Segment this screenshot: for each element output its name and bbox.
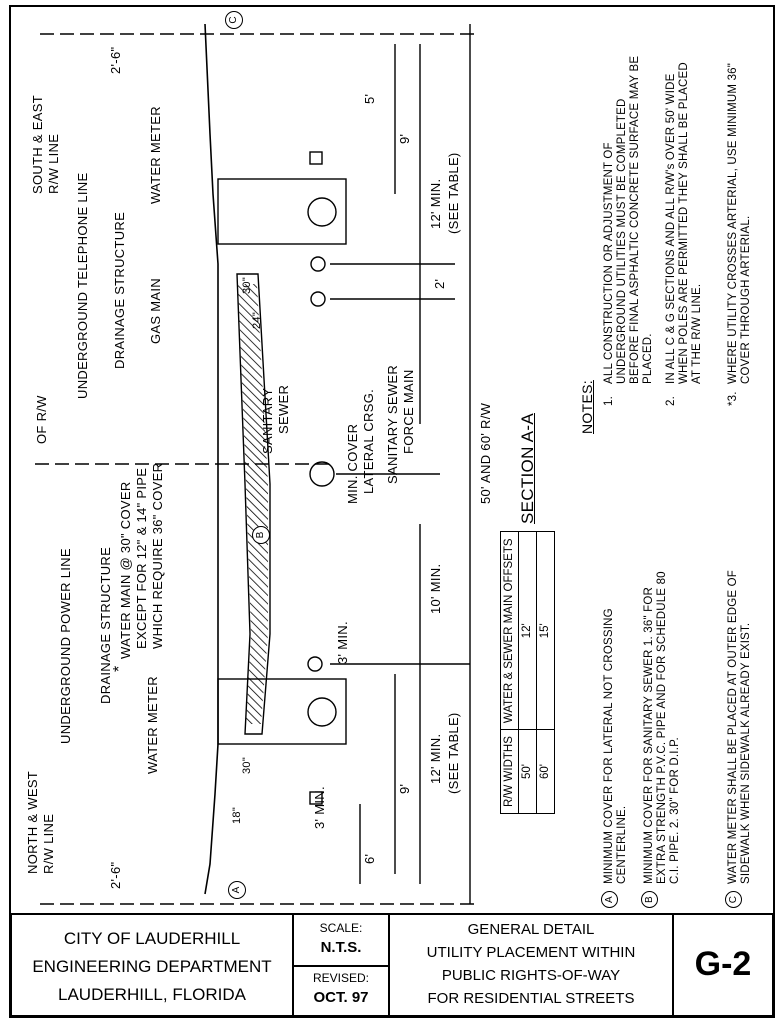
org-name: CITY OF LAUDERHILL bbox=[63, 929, 241, 948]
dim-5: 5' bbox=[362, 93, 377, 104]
north-west-rw-label: NORTH & WEST bbox=[25, 770, 40, 874]
table-cell: 15' bbox=[536, 531, 555, 730]
dim-9-left: 9' bbox=[397, 783, 412, 794]
table-cell: 50' bbox=[518, 729, 537, 814]
sewer-force-main-label: SANITARY SEWER bbox=[385, 364, 400, 484]
note-text: MINIMUM COVER FOR SANITARY SEWER 1. 36" … bbox=[643, 571, 681, 884]
underground-telephone-label: UNDERGROUND TELEPHONE LINE bbox=[75, 172, 90, 399]
sheet-number: G-2 bbox=[694, 945, 752, 983]
dim-2: 2' bbox=[432, 278, 447, 289]
note-marker-a: A bbox=[601, 891, 618, 908]
note-number: 2. bbox=[665, 396, 677, 406]
table-header-offsets: WATER & SEWER MAIN OFFSETS bbox=[500, 531, 519, 730]
water-meter-right-label: WATER METER bbox=[148, 106, 163, 204]
table-header-widths: R/W WIDTHS bbox=[500, 729, 519, 814]
water-meter-left-label: WATER METER bbox=[145, 676, 160, 774]
dim-12-min-right: 12' MIN. bbox=[428, 178, 443, 229]
dim-30-right: 30" bbox=[241, 276, 253, 294]
note-marker-c: C bbox=[725, 891, 742, 908]
min-cover-label: MIN. COVER bbox=[345, 423, 360, 504]
dim-30-left: 30" bbox=[241, 756, 253, 774]
dim-10-min: 10' MIN. bbox=[428, 563, 443, 614]
drainage-right-label: DRAINAGE STRUCTURE bbox=[112, 211, 127, 369]
dim-18: 18" bbox=[231, 806, 243, 824]
gas-main-label: GAS MAIN bbox=[148, 278, 163, 344]
title-line-1: GENERAL DETAIL bbox=[467, 921, 595, 938]
note-number: *3. bbox=[727, 391, 739, 406]
water-main-note-1: WATER MAIN @ 30" COVER bbox=[118, 481, 133, 659]
title-line-2: UTILITY PLACEMENT WITHIN bbox=[426, 944, 636, 961]
title-line-4: FOR RESIDENTIAL STREETS bbox=[427, 990, 635, 1007]
table-cell: 60' bbox=[536, 729, 555, 814]
offset-table: R/W WIDTHS WATER & SEWER MAIN OFFSETS 50… bbox=[500, 531, 555, 814]
water-main-note-2: EXCEPT FOR 12" & 14" PIPE bbox=[134, 467, 149, 649]
dim-2-6-right: 2'-6" bbox=[108, 46, 123, 74]
title-block-sheet: G-2 bbox=[674, 915, 772, 1015]
dim-2-6-left: 2'-6" bbox=[108, 861, 123, 889]
dim-50-60-rw: 50' AND 60' R/W bbox=[478, 402, 493, 504]
note-3: *3. WHERE UTILITY CROSSES ARTERIAL, USE … bbox=[727, 54, 753, 406]
dim-3-min-a: 3' MIN. bbox=[312, 786, 327, 829]
note-a: A MINIMUM COVER FOR LATERAL NOT CROSSING… bbox=[601, 554, 629, 908]
note-b: B MINIMUM COVER FOR SANITARY SEWER 1. 36… bbox=[641, 554, 682, 908]
note-text: ALL CONSTRUCTION OR ADJUSTMENT OF UNDERG… bbox=[603, 55, 654, 384]
note-marker-b: B bbox=[641, 891, 658, 908]
dim-9-right: 9' bbox=[397, 133, 412, 144]
lateral-crossing-label: LATERAL CRSG. bbox=[361, 388, 376, 494]
north-west-rw-line-label: R/W LINE bbox=[41, 813, 56, 874]
note-text: WHERE UTILITY CROSSES ARTERIAL, USE MINI… bbox=[727, 62, 752, 384]
marker-c: C bbox=[225, 11, 243, 29]
centerline-rw-label: OF R/W bbox=[34, 395, 49, 444]
sanitary-sewer-label: SANITARY bbox=[260, 387, 275, 454]
scale-label: SCALE: bbox=[319, 921, 363, 935]
note-c: C WATER METER SHALL BE PLACED AT OUTER E… bbox=[725, 554, 753, 908]
asterisk-mark: * bbox=[111, 665, 128, 672]
sanitary-sewer-label-2: SEWER bbox=[276, 384, 291, 434]
note-2: 2. IN ALL C & G SECTIONS AND ALL R/W's O… bbox=[665, 54, 704, 406]
dim-see-table-right: (SEE TABLE) bbox=[446, 152, 461, 234]
dim-see-table-left: (SEE TABLE) bbox=[446, 712, 461, 794]
force-main-label: FORCE MAIN bbox=[401, 369, 416, 454]
note-text: IN ALL C & G SECTIONS AND ALL R/W's OVER… bbox=[665, 62, 703, 384]
drainage-left-label: DRAINAGE STRUCTURE bbox=[98, 546, 113, 704]
underground-power-label: UNDERGROUND POWER LINE bbox=[58, 548, 73, 744]
title-block-scale: SCALE: N.T.S. REVISED: OCT. 97 bbox=[294, 915, 390, 1015]
south-east-rw-label: SOUTH & EAST bbox=[30, 95, 45, 194]
table-cell: 12' bbox=[518, 531, 537, 730]
dim-3-min-b: 3' MIN. bbox=[335, 621, 350, 664]
dim-24: 24" bbox=[251, 311, 263, 329]
scale-value: N.T.S. bbox=[320, 939, 362, 956]
scale-divider bbox=[294, 965, 388, 967]
section-title: SECTION A-A bbox=[518, 413, 537, 524]
revised-label: REVISED: bbox=[312, 971, 369, 985]
south-east-rw-line-label: R/W LINE bbox=[46, 133, 61, 194]
marker-b: B bbox=[252, 526, 270, 544]
title-block-org: CITY OF LAUDERHILL ENGINEERING DEPARTMEN… bbox=[12, 915, 294, 1015]
dim-6: 6' bbox=[362, 853, 377, 864]
note-text: WATER METER SHALL BE PLACED AT OUTER EDG… bbox=[727, 569, 752, 884]
note-number: 1. bbox=[603, 396, 615, 406]
dim-12-min-left: 12' MIN. bbox=[428, 733, 443, 784]
note-1: 1. ALL CONSTRUCTION OR ADJUSTMENT OF UND… bbox=[603, 54, 655, 406]
title-line-3: PUBLIC RIGHTS-OF-WAY bbox=[441, 967, 621, 984]
title-block: CITY OF LAUDERHILL ENGINEERING DEPARTMEN… bbox=[10, 913, 774, 1017]
note-text: MINIMUM COVER FOR LATERAL NOT CROSSING C… bbox=[603, 608, 628, 884]
water-main-note-3: WHICH REQUIRE 36" COVER bbox=[150, 462, 165, 649]
org-department: ENGINEERING DEPARTMENT bbox=[32, 957, 272, 976]
revised-value: OCT. 97 bbox=[313, 989, 369, 1006]
notes-heading: NOTES: bbox=[579, 380, 595, 434]
title-block-title: GENERAL DETAIL UTILITY PLACEMENT WITHIN … bbox=[390, 915, 674, 1015]
org-location: LAUDERHILL, FLORIDA bbox=[58, 985, 246, 1004]
marker-a: A bbox=[228, 881, 246, 899]
